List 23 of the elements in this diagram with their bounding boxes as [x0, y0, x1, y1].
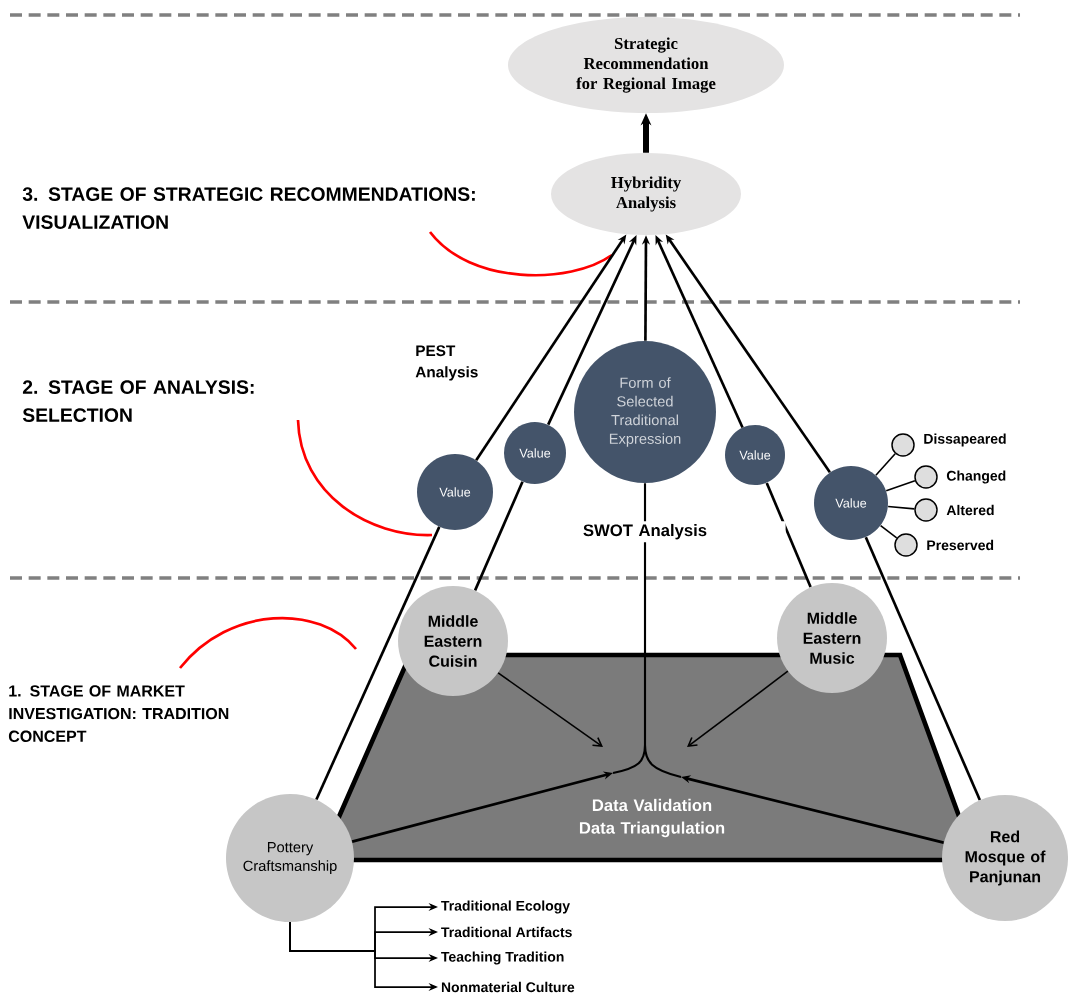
- circle-node: Form of Selected Traditional Expression: [574, 341, 716, 483]
- branch-text: Traditional Artifacts: [441, 926, 572, 938]
- branch-text: Traditional Ecology: [441, 900, 570, 914]
- stage-label: 1. STAGE OF MARKET INVESTIGATION: TRADITION CONCEPT: [8, 685, 229, 742]
- circle-node: Middle Eastern Cuisin: [398, 586, 508, 696]
- circle-label: Changed: [946, 470, 1006, 484]
- stage-label: 3. STAGE OF STRATEGIC RECOMMENDATIONS: VISUALIZATION: [22, 187, 475, 229]
- circle-node: Red Mosque of Panjunan: [942, 795, 1068, 921]
- arrow: [611, 482, 683, 779]
- analysis-label: SWOT Analysis: [580, 521, 786, 543]
- circle-label: Dissapeared: [924, 433, 1006, 447]
- circle-node: Pottery Craftsmanship: [226, 794, 354, 922]
- arrow: [497, 672, 603, 747]
- circle-node: Middle Eastern Music: [777, 583, 887, 693]
- stage-label: 2. STAGE OF ANALYSIS: SELECTION: [22, 380, 254, 422]
- analysis-label: PEST Analysis: [415, 345, 478, 381]
- branch-text: Teaching Tradition: [441, 951, 564, 965]
- ellipse-node: Strategic Recommendation for Regional Image: [508, 17, 784, 113]
- branch-text: Nonmaterial Culture: [441, 981, 575, 993]
- circle-label: Preserved: [927, 539, 994, 551]
- circle-label: Altered: [946, 504, 994, 516]
- arrow: [687, 670, 789, 747]
- ellipse-node: Hybridity Analysis: [551, 153, 741, 235]
